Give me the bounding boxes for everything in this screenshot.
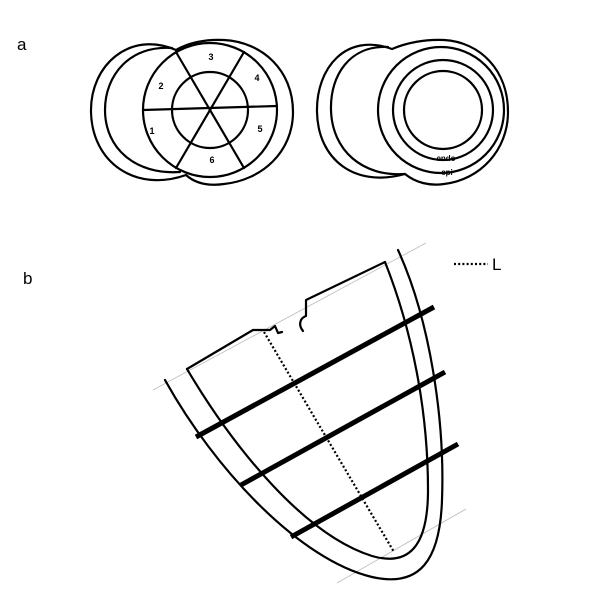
segment-label-2: 2: [158, 81, 163, 91]
segment-label-3: 3: [208, 52, 213, 62]
endo-label: endo: [436, 154, 455, 163]
panel-b-label: b: [23, 269, 32, 288]
valve-plane: [185, 324, 284, 371]
outer-epicardial-outline: [89, 38, 295, 186]
short-axis-plane-basal: [194, 304, 436, 440]
legend: L: [454, 255, 501, 274]
reference-line-lower: [336, 508, 467, 584]
legend-label: L: [492, 255, 501, 274]
short-axis-plane-apical: [289, 441, 460, 540]
segment-divider-2: [174, 50, 246, 170]
epicardial-wall: [163, 248, 444, 581]
lv-midwall-ring: [391, 58, 495, 162]
panel-a-label: a: [17, 35, 27, 54]
segment-label-1: 1: [149, 126, 154, 136]
long-axis-line: [263, 331, 395, 553]
right-ventricle-cavity: [103, 46, 182, 174]
layered-cross-section: [315, 38, 510, 186]
right-ventricle-cavity-2: [329, 45, 407, 176]
reference-line-upper: [152, 242, 427, 391]
segmented-cross-section: [89, 38, 295, 186]
outer-epicardial-outline-2: [315, 38, 510, 186]
epi-label: epi: [441, 168, 453, 177]
segment-label-4: 4: [254, 73, 259, 83]
short-axis-plane-mid: [239, 369, 447, 488]
segment-label-5: 5: [257, 124, 262, 134]
valve-leaflet: [299, 260, 387, 333]
segment-label-6: 6: [209, 155, 214, 165]
lv-endocardium-ring: [402, 69, 484, 151]
lv-epicardium-ring: [376, 45, 506, 175]
